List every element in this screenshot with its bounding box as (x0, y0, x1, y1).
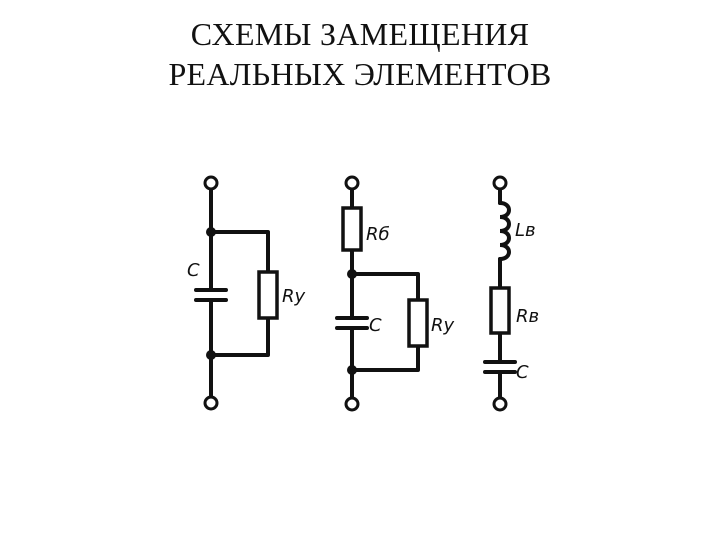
circuit-3-label-lv: Lв (515, 220, 536, 241)
circuit-2: Rб C Rу (335, 175, 455, 412)
circuit-1-terminal-bottom (203, 395, 219, 411)
circuit-2-resistor-rb (341, 206, 363, 252)
title-line-1: СХЕМЫ ЗАМЕЩЕНИЯ (190, 16, 530, 52)
circuit-2-node-bottom (347, 365, 357, 375)
circuit-1: C Rу (187, 175, 306, 411)
circuit-2-label-c: C (369, 315, 382, 336)
circuit-1-resistor-ry (257, 270, 279, 320)
circuit-3-label-c: C (516, 362, 529, 383)
circuit-1-label-ry: Rу (282, 286, 306, 307)
circuit-2-label-ry: Rу (431, 315, 455, 336)
circuit-2-terminal-bottom (344, 396, 360, 412)
circuit-3-resistor-rv (489, 286, 511, 335)
circuit-2-terminal-top (344, 175, 360, 191)
circuit-3-terminal-top (492, 175, 508, 191)
circuit-2-resistor-ry (407, 298, 429, 348)
circuit-3-terminal-bottom (492, 396, 508, 412)
circuit-1-terminal-top (203, 175, 219, 191)
circuit-3-inductor-lv (498, 201, 511, 261)
circuit-3: Lв Rв C (483, 175, 539, 412)
circuit-1-node-bottom (206, 350, 216, 360)
circuit-1-node-top (206, 227, 216, 237)
circuit-2-wires (350, 187, 420, 403)
title-line-2: РЕАЛЬНЫХ ЭЛЕМЕНТОВ (168, 56, 552, 92)
circuit-2-node-top (347, 269, 357, 279)
circuit-1-label-c: C (187, 260, 200, 281)
slide-title: СХЕМЫ ЗАМЕЩЕНИЯ РЕАЛЬНЫХ ЭЛЕМЕНТОВ (0, 14, 720, 94)
circuit-3-label-rv: Rв (516, 306, 539, 327)
circuit-2-label-rb: Rб (366, 224, 390, 245)
